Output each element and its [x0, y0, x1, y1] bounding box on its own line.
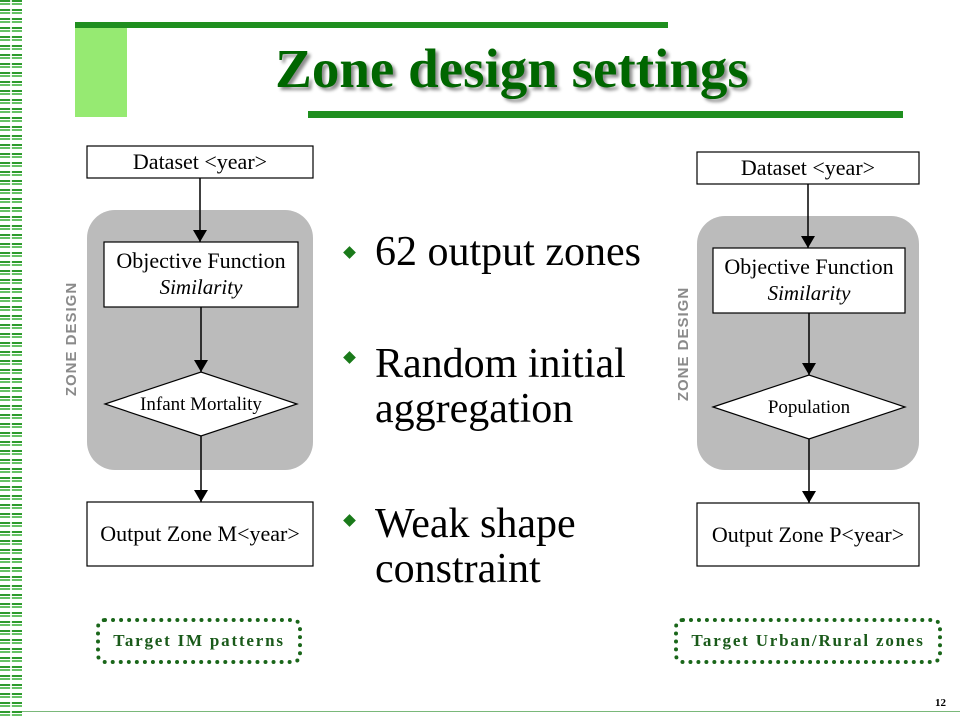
bullet-text: Weak shape constraint — [375, 501, 576, 592]
right-target-box: Target Urban/Rural zones — [674, 618, 942, 664]
left-output-box — [86, 501, 314, 567]
page-number: 12 — [935, 697, 946, 709]
left-dataset-label: Dataset <year> — [133, 149, 267, 174]
left-flowchart: ZONE DESIGN Dataset <year> Objective Fun… — [63, 145, 314, 567]
left-objective-subtitle: Similarity — [160, 275, 244, 299]
right-output-box — [696, 502, 920, 567]
left-target-box: Target IM patterns — [96, 618, 302, 664]
bottom-rule — [22, 711, 960, 712]
left-decision-label: Infant Mortality — [140, 394, 262, 415]
right-flowchart: ZONE DESIGN Dataset <year> Objective Fun… — [675, 151, 920, 567]
title-accent-square — [75, 28, 127, 117]
right-zone-design-label: ZONE DESIGN — [675, 287, 692, 401]
right-dataset-box — [696, 151, 920, 185]
right-dataset-label: Dataset <year> — [741, 155, 875, 180]
right-decision-label: Population — [768, 397, 851, 418]
decorative-edge-strip — [0, 0, 22, 720]
left-zone-design-label: ZONE DESIGN — [63, 282, 80, 396]
slide-title: Zone design settings — [275, 38, 749, 99]
bullet-text: 62 output zones — [375, 229, 641, 275]
left-dataset-box — [86, 145, 314, 179]
bullet-text: Random initial aggregation — [375, 341, 626, 432]
left-output-label: Output Zone M<year> — [100, 521, 300, 546]
right-decision-diamond — [711, 374, 907, 440]
right-objective-title: Objective Function — [724, 254, 893, 279]
left-objective-title: Objective Function — [116, 248, 285, 273]
title-accent-bar-bottom — [308, 111, 903, 118]
right-objective-subtitle: Similarity — [768, 281, 852, 305]
right-output-label: Output Zone P<year> — [712, 522, 904, 547]
title-accent-bar-top — [75, 22, 668, 28]
left-decision-diamond — [103, 371, 299, 437]
